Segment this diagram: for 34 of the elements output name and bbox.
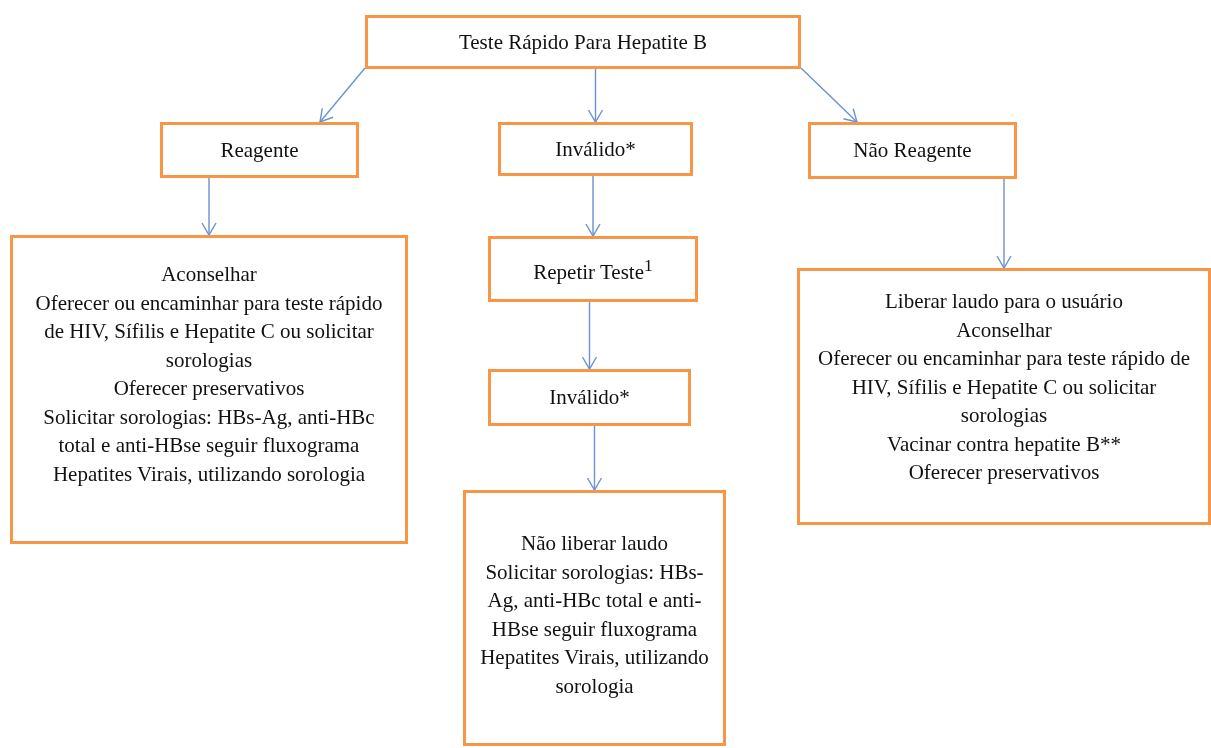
box-text: Solicitar sorologias: HBs-Ag, anti-HBc total e anti-HBse seguir fluxograma Hepatites Virais, utilizando sorologia — [42, 403, 376, 488]
box-text: Aconselhar — [161, 261, 257, 288]
process-box — [488, 369, 691, 426]
box-text: Não Reagente — [853, 137, 972, 165]
arrow — [581, 301, 598, 370]
arrow — [586, 425, 603, 491]
box-text: Solicitar sorologias: HBs-Ag, anti-HBc total e anti-HBse seguir fluxograma Hepatites Virais, utilizando sorologia — [480, 558, 709, 700]
process-box — [797, 268, 1211, 525]
box-text: Inválido* — [555, 135, 636, 163]
box-text: Oferecer ou encaminhar para teste rápido de HIV, Sífilis e Hepatite C ou solicitar sorologias — [817, 345, 1191, 429]
box-text: Teste Rápido Para Hepatite B — [458, 28, 708, 56]
arrow — [585, 175, 601, 237]
process-box — [365, 15, 801, 69]
box-text: Reagente — [220, 136, 299, 164]
box-text: Inválido* — [549, 384, 630, 412]
arrow — [800, 67, 858, 123]
process-box — [808, 122, 1017, 179]
box-text: Repetir Teste$^{1}$ — [533, 254, 653, 287]
box-text: Oferecer preservativos — [113, 375, 305, 402]
arrow — [587, 68, 604, 123]
box-text: Oferecer preservativos — [908, 459, 1100, 486]
arrow — [996, 178, 1012, 269]
process-box — [488, 236, 698, 302]
box-text: Vacinar contra hepatite B** — [887, 430, 1121, 458]
process-box — [498, 122, 693, 176]
box-text: Aconselhar — [956, 316, 1052, 344]
process-box — [463, 490, 726, 746]
arrow — [319, 67, 366, 123]
process-box — [160, 122, 359, 178]
box-text: Oferecer ou encaminhar para teste rápido de HIV, Sífilis e Hepatite C ou solicitar sorologias — [34, 289, 384, 374]
process-box — [10, 235, 408, 544]
box-text: Liberar laudo para o usuário — [885, 288, 1123, 315]
box-text: Não liberar laudo — [521, 530, 668, 557]
arrow — [201, 177, 217, 236]
